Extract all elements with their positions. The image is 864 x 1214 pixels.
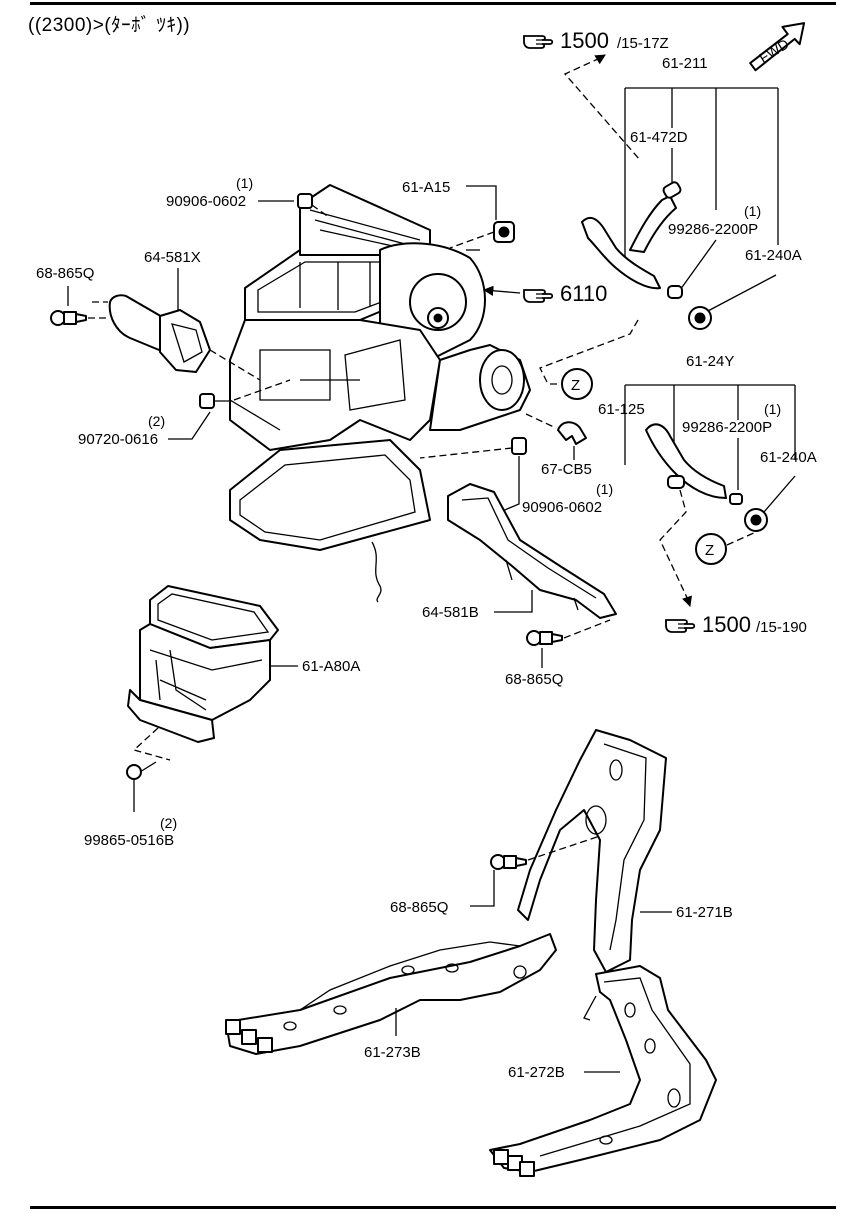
pointing-hand-icon: [523, 289, 554, 303]
svg-text:Z: Z: [705, 542, 714, 559]
screw-99865[interactable]: [126, 761, 157, 780]
pointing-hand-icon: [523, 35, 554, 49]
label-68-865Q-mid: 68-865Q: [505, 671, 563, 688]
label-61-125: 61-125: [598, 401, 645, 418]
clip-68-865Q-low[interactable]: [490, 854, 527, 870]
clip-68-865Q-left[interactable]: [50, 310, 87, 326]
label-61-24Y: 61-24Y: [686, 353, 734, 370]
label-99286-bot: 99286-2200P: [682, 419, 772, 436]
label-61-A15: 61-A15: [402, 179, 450, 196]
zone-badge-bottom: Z: [695, 533, 727, 565]
nipple-61-240A-bot[interactable]: [744, 508, 768, 532]
label-68-865Q-low: 68-865Q: [390, 899, 448, 916]
nut-90906-bot[interactable]: [511, 437, 527, 455]
ref-1500-bottom-dashed-line: [659, 489, 691, 605]
nut-61-A15[interactable]: [493, 221, 515, 243]
ref-1500-top-dashed-line: [563, 57, 641, 161]
heater-unit-assembly[interactable]: [229, 184, 531, 603]
case-61-A80A[interactable]: [127, 585, 279, 743]
duct-64-581X[interactable]: [108, 294, 211, 373]
hose-61-24Y[interactable]: [645, 423, 727, 499]
label-61-240A-bot: 61-240A: [760, 449, 817, 466]
ref-6110[interactable]: 6110: [523, 281, 607, 306]
bottom-border-rule: [30, 1206, 836, 1209]
svg-text:Z: Z: [571, 377, 580, 394]
hose-61-211[interactable]: [581, 195, 677, 290]
label-67-CB5: 67-CB5: [541, 461, 592, 478]
nipple-61-240A-top[interactable]: [688, 306, 712, 330]
bolt-90720[interactable]: [199, 393, 232, 409]
label-64-581X: 64-581X: [144, 249, 201, 266]
duct-64-581B[interactable]: [447, 483, 617, 619]
svg-text:6110: 6110: [560, 281, 607, 306]
label-99286-top-qty: (1): [744, 203, 761, 219]
label-64-581B: 64-581B: [422, 604, 479, 621]
label-61-273B: 61-273B: [364, 1044, 421, 1061]
label-90906-bot: 90906-0602: [522, 499, 602, 516]
label-99286-top: 99286-2200P: [668, 221, 758, 238]
label-68-865Q-left: 68-865Q: [36, 265, 94, 282]
label-99286-bot-qty: (1): [764, 401, 781, 417]
label-90906-bot-qty: (1): [596, 481, 613, 497]
clamp-bottom-small: [667, 475, 743, 505]
label-99865-qty: (2): [160, 815, 177, 831]
label-61-240A-top: 61-240A: [745, 247, 802, 264]
label-61-272B: 61-272B: [508, 1064, 565, 1081]
label-90720-qty: (2): [148, 413, 165, 429]
label-90906-top: 90906-0602: [166, 193, 246, 210]
page-title: ((2300)>(ﾀｰﾎﾞ ﾂｷ)): [28, 15, 191, 36]
svg-text:1500: 1500: [560, 28, 609, 53]
pointing-hand-icon: [665, 619, 696, 633]
label-61-472D: 61-472D: [630, 129, 688, 146]
svg-text:/15-17Z: /15-17Z: [617, 35, 669, 52]
svg-text:/15-190: /15-190: [756, 619, 807, 636]
zone-badge-top: Z: [561, 368, 593, 400]
label-61-A80A: 61-A80A: [302, 658, 360, 675]
ref-1500-bottom[interactable]: 1500 /15-190: [665, 612, 807, 637]
top-border-rule: [30, 2, 836, 5]
clip-68-865Q-mid[interactable]: [526, 630, 563, 646]
label-61-211: 61-211: [662, 55, 708, 72]
clamp-top-small: [662, 181, 683, 299]
duct-61-271B[interactable]: [517, 729, 667, 973]
label-90906-top-qty: (1): [236, 175, 253, 191]
duct-61-273B[interactable]: [225, 933, 557, 1055]
svg-text:1500: 1500: [702, 612, 751, 637]
clip-67-CB5[interactable]: [557, 421, 587, 445]
ref-1500-top[interactable]: 1500 /15-17Z: [523, 28, 669, 53]
label-90720: 90720-0616: [78, 431, 158, 448]
label-99865: 99865-0516B: [84, 832, 174, 849]
forward-direction-badge: FWD: [749, 22, 806, 72]
nut-90906-top[interactable]: [297, 193, 313, 209]
label-61-271B: 61-271B: [676, 904, 733, 921]
duct-61-272B[interactable]: [489, 965, 717, 1177]
